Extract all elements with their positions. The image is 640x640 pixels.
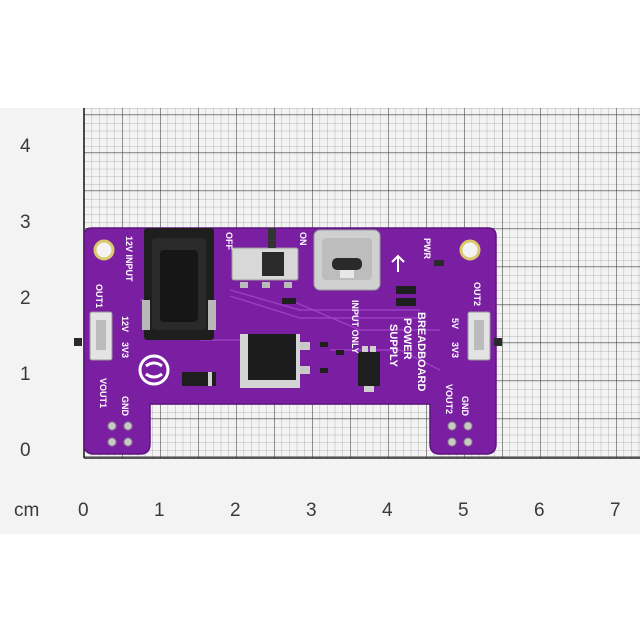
x-tick-0: 0 xyxy=(78,500,89,521)
slide-switch xyxy=(231,228,299,288)
label-switch-off: OFF xyxy=(224,232,234,250)
out2-switch xyxy=(467,311,502,361)
voltage-regulator xyxy=(240,334,310,388)
x-tick-3: 3 xyxy=(306,500,317,521)
header-pins-left xyxy=(107,421,133,447)
usb-c-connector xyxy=(313,229,381,291)
out1-switch xyxy=(74,311,113,361)
y-tick-2: 2 xyxy=(20,288,31,309)
y-tick-3: 3 xyxy=(20,212,31,233)
label-title-line2: POWER xyxy=(401,318,413,360)
header-pins-right xyxy=(447,421,473,447)
label-12v-input: 12V INPUT xyxy=(124,236,134,282)
diode xyxy=(182,372,216,386)
label-out1: OUT1 xyxy=(94,284,104,308)
x-tick-2: 2 xyxy=(230,500,241,521)
label-vout2: VOUT2 xyxy=(444,384,454,414)
label-switch-on: ON xyxy=(298,232,308,246)
usb-symbol-icon xyxy=(391,254,405,272)
ldo-regulator xyxy=(358,346,380,392)
label-vout1: VOUT1 xyxy=(98,378,108,408)
y-tick-1: 1 xyxy=(20,364,31,385)
small-components xyxy=(282,260,444,373)
pcb-board: 12V INPUT OFF ON INPUT ONLY PWR OUT1 12V… xyxy=(74,227,502,455)
label-gnd1: GND xyxy=(120,396,130,417)
label-out2-5v: 5V xyxy=(450,318,460,329)
label-title-line3: SUPPLY xyxy=(387,324,399,368)
label-out1-3v3: 3V3 xyxy=(120,342,130,358)
label-pwr: PWR xyxy=(422,238,432,259)
y-tick-4: 4 xyxy=(20,136,31,157)
x-tick-4: 4 xyxy=(382,500,393,521)
label-out2-3v3: 3V3 xyxy=(450,342,460,358)
silkscreen-text: 12V INPUT OFF ON INPUT ONLY PWR OUT1 12V… xyxy=(94,232,482,417)
x-tick-6: 6 xyxy=(534,500,545,521)
mount-hole-top-left xyxy=(93,239,115,261)
label-out1-12v: 12V xyxy=(120,316,130,332)
x-tick-1: 1 xyxy=(154,500,165,521)
x-tick-5: 5 xyxy=(458,500,469,521)
label-gnd2: GND xyxy=(460,396,470,417)
unit-label: cm xyxy=(14,500,40,521)
dc-barrel-jack xyxy=(142,228,216,340)
label-title-line1: BREADBOARD xyxy=(415,312,427,392)
mount-hole-top-right xyxy=(459,239,481,261)
label-out2: OUT2 xyxy=(472,282,482,306)
brand-logo-icon xyxy=(138,354,170,386)
x-tick-7: 7 xyxy=(610,500,621,521)
y-tick-0: 0 xyxy=(20,440,31,461)
label-input-only: INPUT ONLY xyxy=(350,300,360,354)
